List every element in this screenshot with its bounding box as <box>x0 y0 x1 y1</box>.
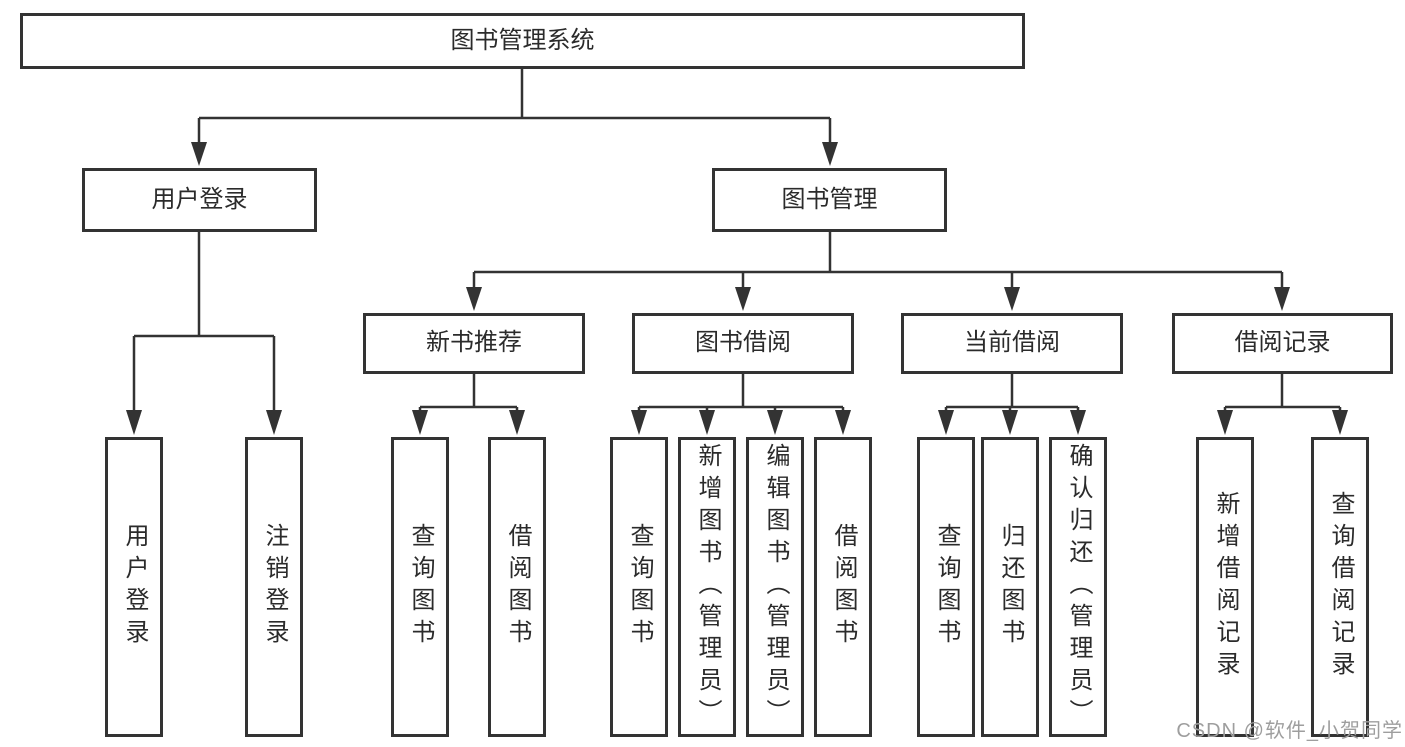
node-user-login-label: 用户登录 <box>151 185 248 213</box>
leaf-user-login: 用户登录 <box>105 437 163 737</box>
leaf-borrow-books-recommend: 借阅图书 <box>488 437 546 737</box>
leaf-borrow-books-recommend-label: 借阅图书 <box>504 523 531 651</box>
node-current-borrow: 当前借阅 <box>901 313 1123 374</box>
leaf-query-books-borrow-label: 查询图书 <box>626 523 653 651</box>
connector-root-split <box>191 69 838 166</box>
leaf-add-borrow-record: 新增借阅记录 <box>1196 437 1254 737</box>
leaf-query-books-borrow: 查询图书 <box>610 437 668 737</box>
leaf-confirm-return-admin: 确认归还（管理员） <box>1049 437 1107 737</box>
leaf-query-books-recommend-label: 查询图书 <box>407 523 434 651</box>
connector-user-login-split <box>126 231 282 435</box>
leaf-borrow-books-label: 借阅图书 <box>830 523 857 651</box>
connector-book-borrow-split <box>631 373 851 435</box>
leaf-query-books-recommend: 查询图书 <box>391 437 449 737</box>
leaf-logout-label: 注销登录 <box>261 523 288 651</box>
leaf-confirm-return-admin-label: 确认归还（管理员） <box>1065 443 1092 731</box>
leaf-logout: 注销登录 <box>245 437 303 737</box>
leaf-query-books-current: 查询图书 <box>917 437 975 737</box>
leaf-query-books-current-label: 查询图书 <box>933 523 960 651</box>
leaf-edit-books-admin-label: 编辑图书（管理员） <box>762 443 789 731</box>
node-new-book-recommend-label: 新书推荐 <box>426 329 522 357</box>
connector-book-management-split <box>466 231 1290 311</box>
node-borrow-records-label: 借阅记录 <box>1234 329 1331 357</box>
node-library-system: 图书管理系统 <box>20 13 1025 69</box>
node-borrow-records: 借阅记录 <box>1172 313 1393 374</box>
watermark: CSDN @软件_小贺同学 <box>1176 720 1403 742</box>
node-book-management-label: 图书管理 <box>781 185 878 213</box>
leaf-return-books-label: 归还图书 <box>997 523 1024 651</box>
leaf-return-books: 归还图书 <box>981 437 1039 737</box>
connector-new-book-split <box>412 373 525 435</box>
node-user-login: 用户登录 <box>82 168 317 232</box>
leaf-edit-books-admin: 编辑图书（管理员） <box>746 437 804 737</box>
leaf-query-borrow-record-label: 查询借阅记录 <box>1327 491 1354 683</box>
node-new-book-recommend: 新书推荐 <box>363 313 585 374</box>
node-book-management: 图书管理 <box>712 168 947 232</box>
leaf-user-login-label: 用户登录 <box>121 523 148 651</box>
leaf-add-borrow-record-label: 新增借阅记录 <box>1212 491 1239 683</box>
leaf-borrow-books: 借阅图书 <box>814 437 872 737</box>
leaf-add-books-admin-label: 新增图书（管理员） <box>694 443 721 731</box>
node-current-borrow-label: 当前借阅 <box>964 329 1060 357</box>
node-book-borrow: 图书借阅 <box>632 313 854 374</box>
leaf-query-borrow-record: 查询借阅记录 <box>1311 437 1369 737</box>
node-library-system-label: 图书管理系统 <box>450 26 595 54</box>
connector-current-borrow-split <box>938 373 1086 435</box>
connector-borrow-record-split <box>1217 373 1348 435</box>
leaf-add-books-admin: 新增图书（管理员） <box>678 437 736 737</box>
node-book-borrow-label: 图书借阅 <box>695 329 791 357</box>
